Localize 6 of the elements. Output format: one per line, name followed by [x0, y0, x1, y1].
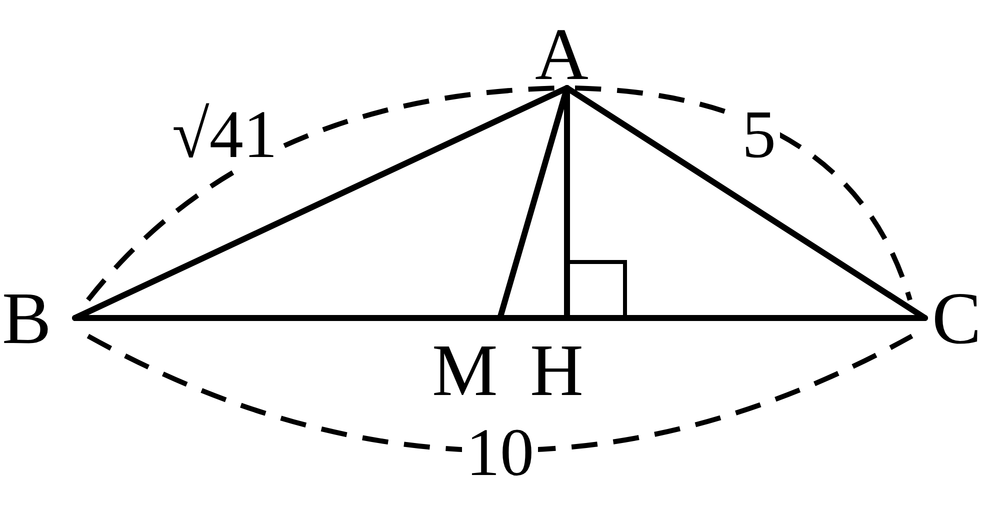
point-label: C — [932, 282, 982, 356]
point-label: B — [2, 282, 52, 356]
line-segment — [72, 315, 928, 321]
point-label: A — [535, 18, 588, 92]
point-label: M — [432, 334, 498, 408]
point-label: H — [530, 334, 584, 408]
